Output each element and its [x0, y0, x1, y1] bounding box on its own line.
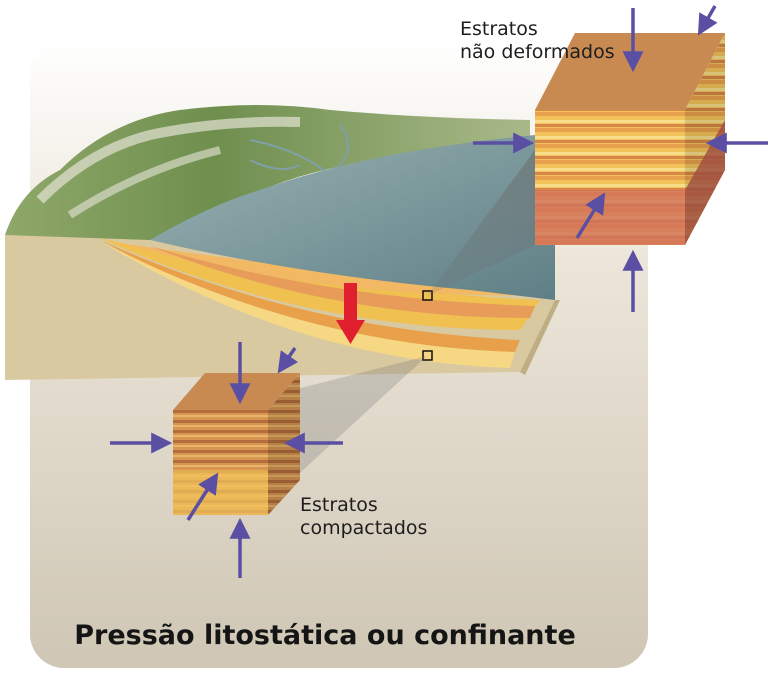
- label-undeformed-line1: Estratos: [460, 18, 538, 40]
- pressure-arrow-top-back: [277, 347, 299, 374]
- sample-marker-upper: [422, 290, 433, 301]
- water-body: [150, 135, 555, 300]
- pressure-arrow-front: [575, 192, 606, 239]
- terrain-block: [5, 105, 560, 505]
- label-undeformed-strata: Estratos não deformados: [460, 18, 615, 64]
- diagram-title: Pressão litostática ou confinante: [74, 620, 576, 651]
- pressure-arrow-top-back: [697, 5, 718, 36]
- pressure-arrows-upper: [473, 5, 768, 312]
- sample-marker-lower: [422, 350, 433, 361]
- pressure-arrow-front: [186, 472, 219, 521]
- undeformed-block: [535, 33, 725, 245]
- label-compacted-line2: compactados: [300, 517, 428, 539]
- label-undeformed-line2: não deformados: [460, 41, 615, 63]
- pressure-arrows-lower: [110, 342, 343, 578]
- label-compacted-strata: Estratos compactados: [300, 494, 427, 540]
- label-compacted-line1: Estratos: [300, 494, 378, 516]
- subsidence-arrow: [336, 283, 365, 344]
- compacted-block: [173, 373, 300, 515]
